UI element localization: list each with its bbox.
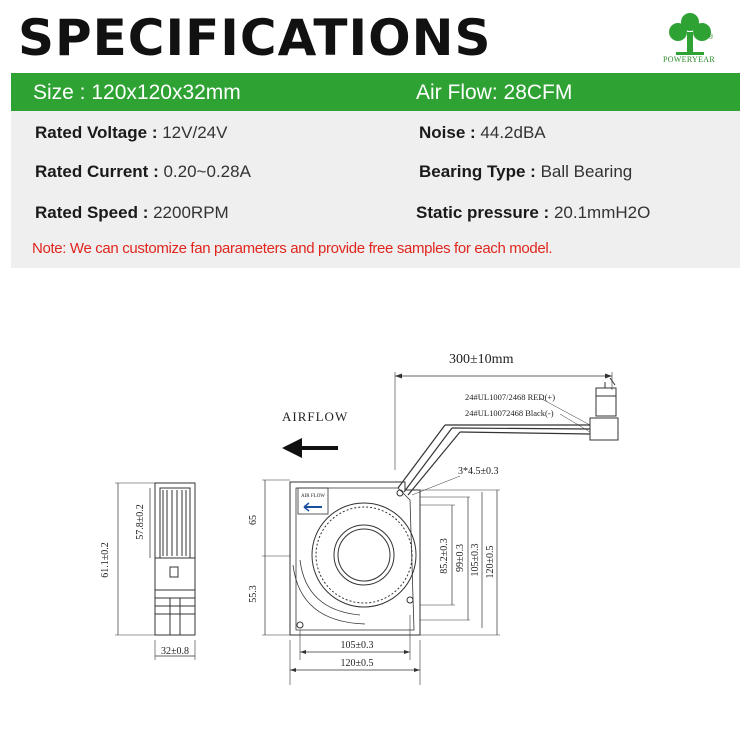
cable-assembly xyxy=(394,372,619,496)
rated-speed-label: Rated Speed : xyxy=(35,203,149,222)
cable-length-dim: 300±10mm xyxy=(449,352,514,367)
size-spec: Size : 120x120x32mm xyxy=(33,80,241,106)
rated-current-label: Rated Current : xyxy=(35,162,159,181)
wire-red-label: 24#UL1007/2468 RED(+) xyxy=(465,392,555,402)
rated-voltage-label: Rated Voltage : xyxy=(35,123,158,142)
mounting-holes-dim: 3*4.5±0.3 xyxy=(458,466,499,477)
noise-value: 44.2dBA xyxy=(480,123,546,142)
spec-rated-current: Rated Current : 0.20~0.28A xyxy=(35,161,251,183)
dim-55: 55.3 xyxy=(248,585,259,603)
brand-name: POWERYEAR xyxy=(662,55,716,64)
dim-120-horizontal: 120±0.5 xyxy=(341,658,374,669)
side-height-outer-dim: 61.1±0.2 xyxy=(100,542,111,578)
spec-rated-speed: Rated Speed : 2200RPM xyxy=(35,202,229,224)
bearing-type-label: Bearing Type : xyxy=(419,162,536,181)
static-pressure-label: Static pressure : xyxy=(416,203,550,222)
side-thickness-dim: 32±0.8 xyxy=(161,646,189,657)
spec-static-pressure: Static pressure : 20.1mmH2O xyxy=(416,202,650,224)
dim-85-vertical: 85.2±0.3 xyxy=(439,538,450,574)
spec-noise: Noise : 44.2dBA xyxy=(419,122,546,144)
airflow-arrow-icon xyxy=(282,438,338,458)
rated-current-value: 0.20~0.28A xyxy=(163,162,251,181)
rated-voltage-value: 12V/24V xyxy=(162,123,228,142)
airflow-label: AIRFLOW xyxy=(282,409,348,424)
airflow-label: Air Flow: xyxy=(416,81,498,104)
noise-label: Noise : xyxy=(419,123,476,142)
dim-120-vertical: 120±0.5 xyxy=(485,546,496,579)
page-title: SPECIFICATIONS xyxy=(18,9,492,67)
side-view xyxy=(115,482,196,660)
highlight-bar xyxy=(11,73,740,111)
airflow-spec: Air Flow: 28CFM xyxy=(416,80,572,106)
poweryear-logo-icon xyxy=(669,13,711,55)
airflow-value: 28CFM xyxy=(503,81,573,104)
spec-panel xyxy=(11,111,740,268)
dim-105-vertical: 105±0.3 xyxy=(470,544,481,577)
size-label: Size : xyxy=(33,81,86,104)
spec-rated-voltage: Rated Voltage : 12V/24V xyxy=(35,122,227,144)
dim-99-vertical: 99±0.3 xyxy=(455,544,466,572)
bearing-type-value: Ball Bearing xyxy=(540,162,633,181)
customization-note: Note: We can customize fan parameters an… xyxy=(32,240,553,257)
front-view xyxy=(262,479,500,685)
spec-bearing-type: Bearing Type : Ball Bearing xyxy=(419,161,632,183)
static-pressure-value: 20.1mmH2O xyxy=(553,203,651,222)
rated-speed-value: 2200RPM xyxy=(153,203,229,222)
airflow-sticker-label: AIR FLOW xyxy=(301,494,325,499)
dim-65: 65 xyxy=(248,515,259,525)
dim-105-horizontal: 105±0.3 xyxy=(341,640,374,651)
wire-black-label: 24#UL10072468 Black(-) xyxy=(465,408,554,418)
side-height-inner-dim: 57.8±0.2 xyxy=(135,504,146,540)
size-value: 120x120x32mm xyxy=(91,81,241,104)
registered-mark: ® xyxy=(708,34,714,41)
